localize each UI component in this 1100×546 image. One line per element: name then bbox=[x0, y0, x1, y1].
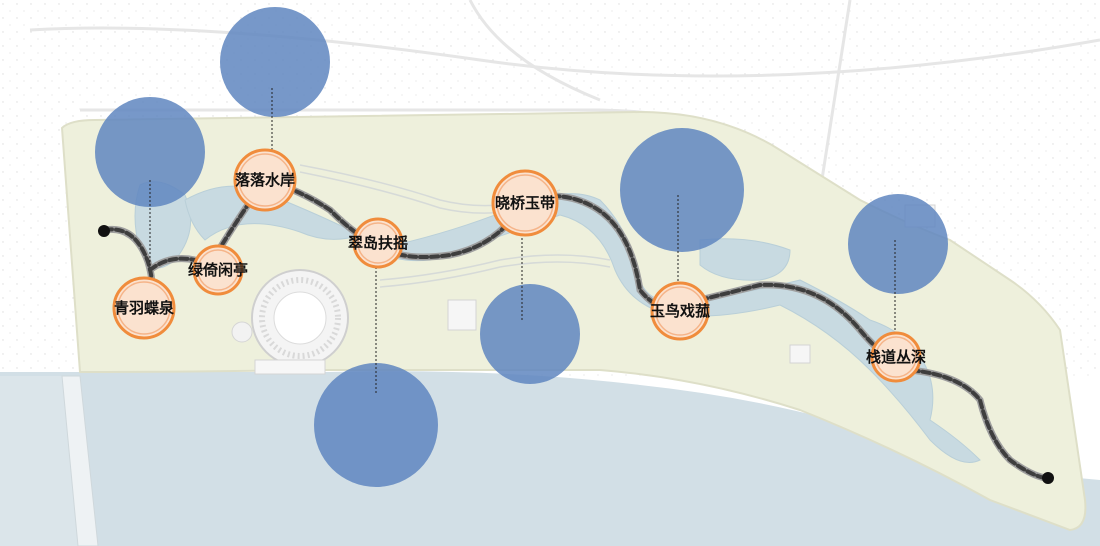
spot-node-qingyu[interactable]: 青羽蝶泉 bbox=[112, 276, 176, 340]
spot-label: 栈道丛深 bbox=[866, 348, 926, 366]
trail-start-marker bbox=[98, 225, 110, 237]
arena-building bbox=[231, 269, 349, 375]
spot-node-cuidao[interactable]: 翠岛扶摇 bbox=[348, 217, 408, 269]
spot-node-luoluo[interactable]: 落落水岸 bbox=[233, 148, 297, 212]
spot-label: 绿倚闲亭 bbox=[188, 261, 248, 279]
spot-node-yuniao[interactable]: 玉鸟戏菰 bbox=[650, 281, 710, 341]
river-area bbox=[0, 371, 1100, 546]
spot-label: 晓桥玉带 bbox=[495, 194, 555, 212]
bubble-luoluo bbox=[220, 7, 330, 150]
bubble-zhandao bbox=[848, 194, 948, 340]
highway bbox=[61, 375, 99, 546]
spot-label: 玉鸟戏菰 bbox=[650, 302, 710, 320]
bubbles bbox=[95, 7, 948, 487]
spot-label: 落落水岸 bbox=[235, 171, 295, 189]
bubble-qingyu bbox=[95, 97, 205, 265]
spot-node-zhandao[interactable]: 栈道丛深 bbox=[866, 331, 926, 383]
bubble-yuniao bbox=[620, 128, 744, 285]
spot-label: 翠岛扶摇 bbox=[348, 234, 408, 252]
spot-node-xiaoqiao[interactable]: 晓桥玉带 bbox=[491, 169, 559, 237]
bubble-cuidao bbox=[314, 255, 438, 487]
spot-node-lvyi[interactable]: 绿倚闲亭 bbox=[188, 244, 248, 296]
bubble-xiaoqiao bbox=[480, 230, 580, 384]
trail-end-marker bbox=[1042, 472, 1054, 484]
spot-label: 青羽蝶泉 bbox=[114, 299, 175, 317]
